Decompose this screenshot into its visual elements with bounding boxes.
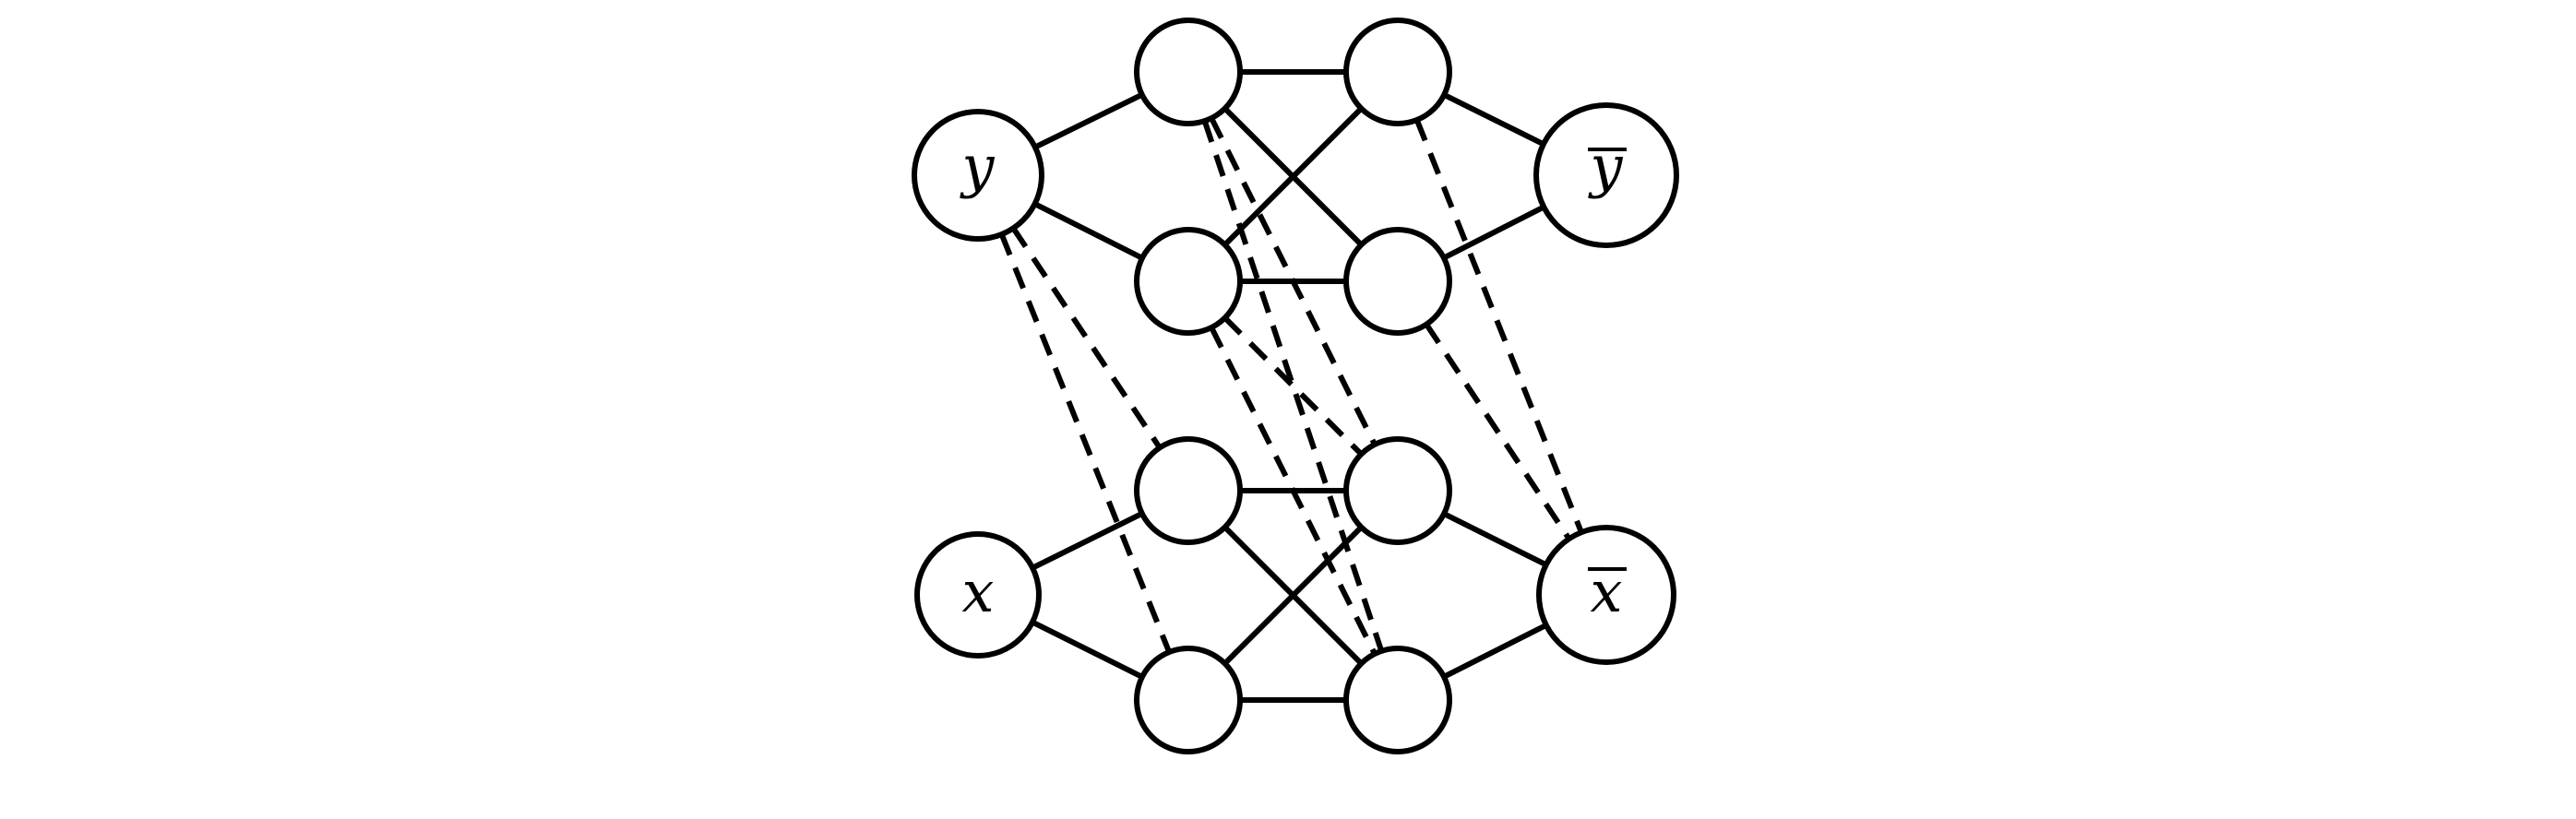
solid-edge-l4-xbar [1442,623,1548,680]
node-l4 [1343,646,1452,754]
solid-edge-l2-xbar [1442,511,1548,568]
node-circle-u3 [1134,227,1243,336]
node-l2 [1343,436,1452,545]
node-circle-xbar [1536,525,1676,665]
node-u4 [1343,227,1452,336]
node-label-y: y [959,133,995,200]
node-circle-l3 [1134,646,1243,754]
node-label-x: x [962,558,995,625]
solid-edge-l3-l2 [1222,525,1364,666]
solid-edge-u3-u2 [1222,106,1364,247]
dashed-edge-u3-l2 [1222,315,1364,457]
node-circle-u1 [1134,18,1243,126]
node-circle-y [912,109,1044,242]
solid-edge-y-u1 [1033,91,1144,150]
solid-edge-u2-ybar [1442,92,1545,147]
node-circle-l4 [1343,646,1452,754]
node-xbar: x [1536,525,1676,665]
node-circle-l1 [1134,436,1243,545]
dashed-edge-u2-xbar [1413,118,1584,534]
node-l3 [1134,646,1243,754]
node-ybar: y [1533,102,1679,248]
dashed-edge-y-l3 [998,232,1172,654]
dashed-edge-y-l1 [1010,226,1163,450]
dashed-edge-u1-l4 [1201,120,1385,652]
node-l1 [1134,436,1243,545]
edges-layer [998,69,1584,703]
node-circle-ybar [1533,102,1679,248]
node-u1 [1134,18,1243,126]
solid-edge-y-u3 [1033,201,1144,261]
node-circle-u4 [1343,227,1452,336]
node-circle-l2 [1343,436,1452,545]
node-u3 [1134,227,1243,336]
dashed-edge-u1-l2 [1209,116,1377,446]
dashed-edge-u4-xbar [1424,322,1572,540]
dashed-edge-u3-l4 [1209,326,1377,656]
node-u2 [1343,18,1452,126]
node-x: x [914,531,1042,659]
node-circle-x [914,531,1042,659]
nodes-layer: y y x x [912,18,1679,754]
node-label-ybar: y [1587,133,1623,200]
solid-edge-u4-ybar [1442,204,1545,261]
node-y: y [912,109,1044,242]
solid-edge-x-l3 [1031,619,1144,680]
solid-edge-x-l1 [1031,511,1144,571]
node-circle-u2 [1343,18,1452,126]
